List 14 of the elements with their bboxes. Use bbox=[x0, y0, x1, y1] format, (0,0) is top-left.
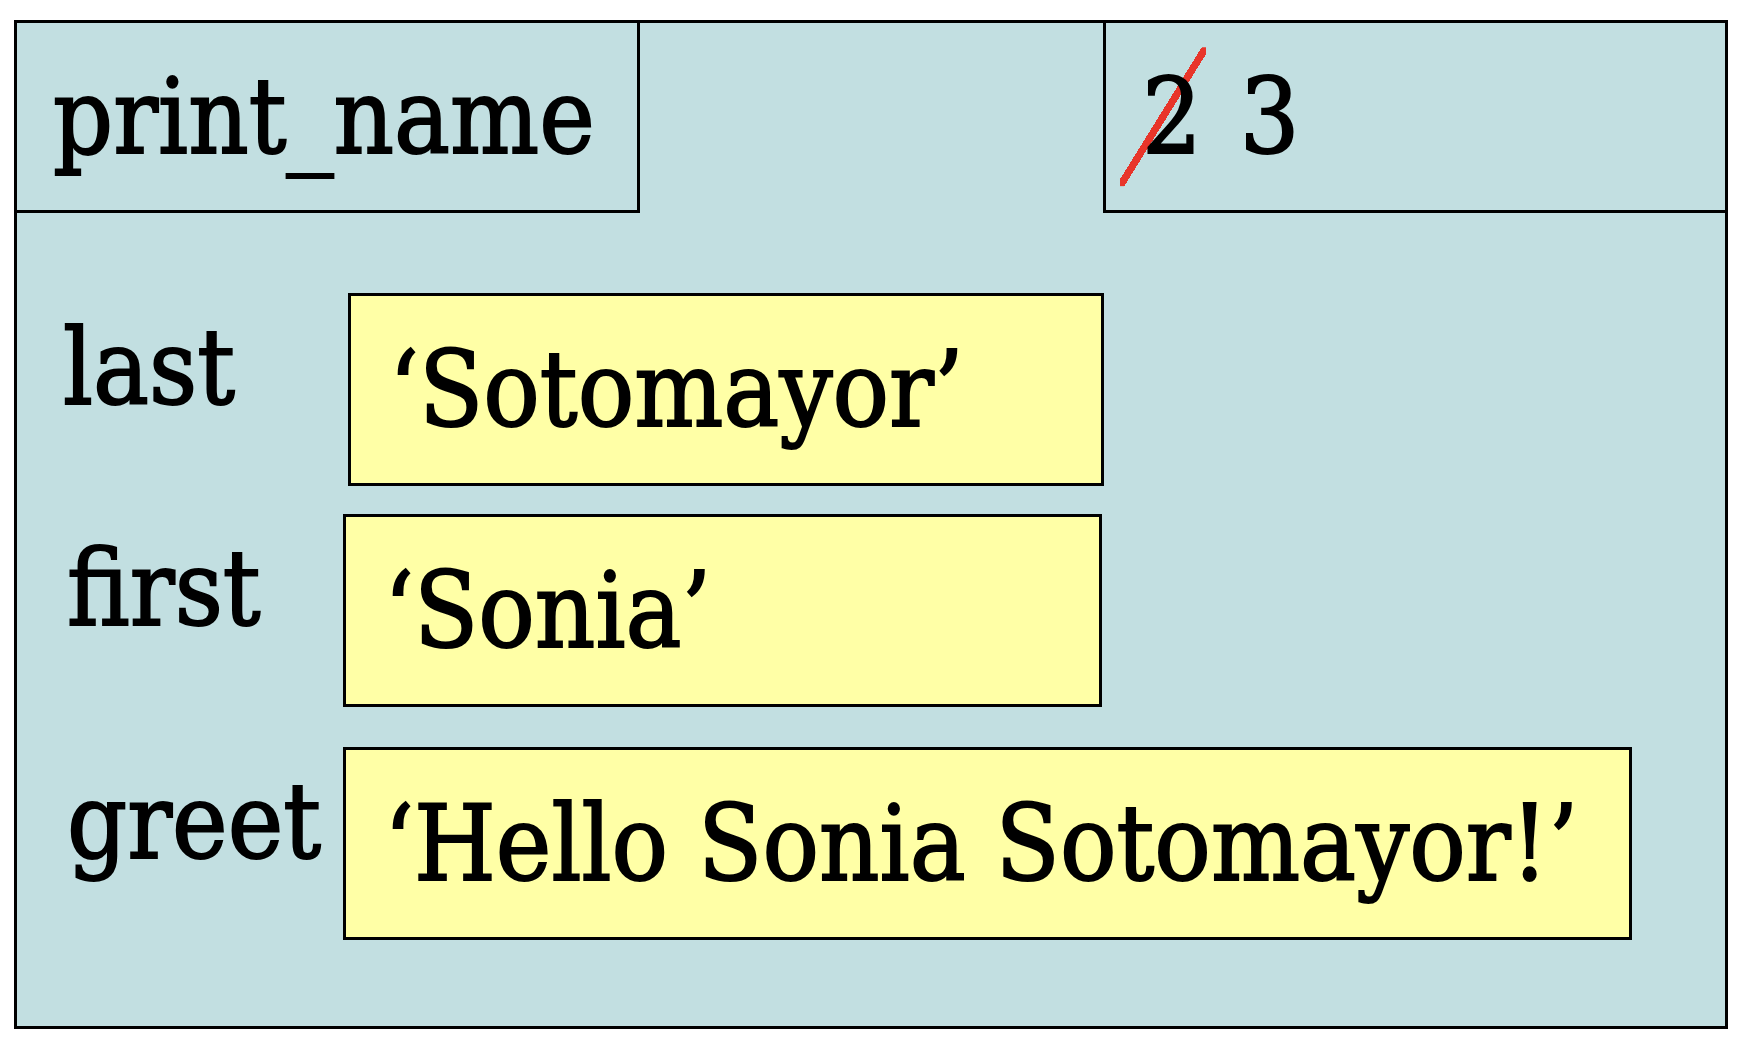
variable-name: greet bbox=[67, 758, 322, 884]
string-value: ‘Hello Sonia Sotomayor!’ bbox=[384, 780, 1579, 906]
value-box bbox=[348, 293, 1104, 486]
header-box bbox=[1103, 20, 1728, 213]
string-value: ‘Sonia’ bbox=[384, 547, 712, 673]
string-value: ‘Sotomayor’ bbox=[389, 326, 964, 452]
value-box bbox=[343, 747, 1632, 940]
variable-name: first bbox=[67, 525, 261, 651]
header-box bbox=[14, 20, 640, 213]
variable-name: last bbox=[63, 304, 236, 430]
frame-box bbox=[14, 20, 1728, 1029]
line-number: 3 bbox=[1239, 53, 1300, 179]
value-box bbox=[343, 514, 1102, 707]
function-name: print_name bbox=[53, 53, 595, 180]
